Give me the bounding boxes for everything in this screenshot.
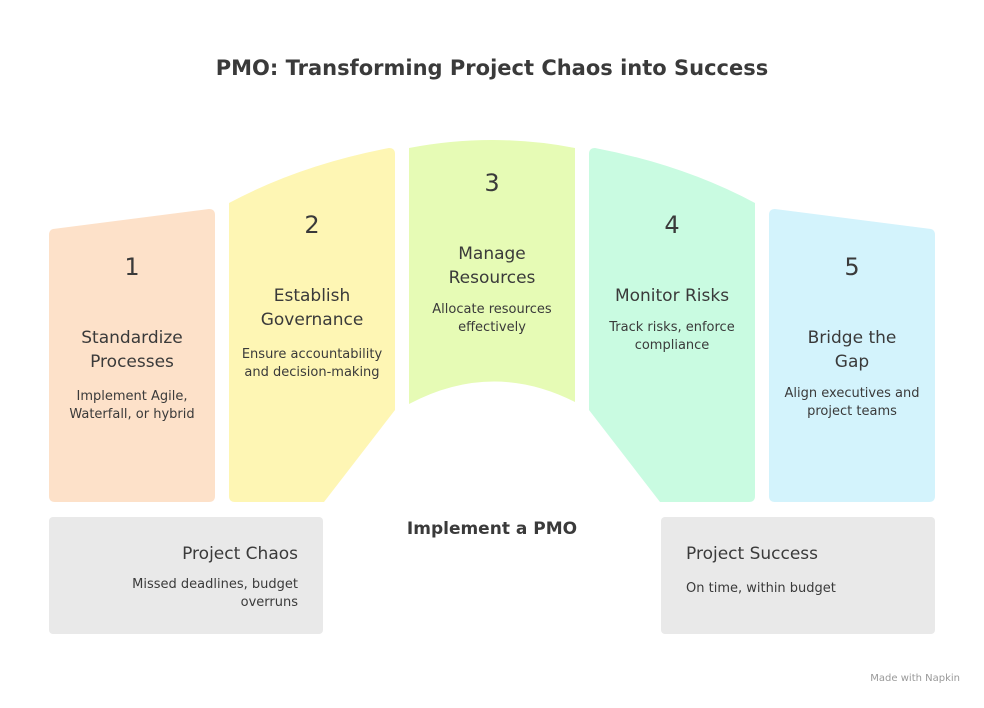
step-3-number: 3	[484, 169, 500, 197]
center-label: Implement a PMO	[406, 519, 578, 539]
start-state-box: Project Chaos Missed deadlines, budget o…	[49, 517, 323, 634]
step-4-panel	[589, 148, 755, 502]
step-5-description: Align executives and project teams	[784, 386, 920, 419]
step-5-panel	[769, 209, 935, 502]
step-1-heading: Standardize Processes	[81, 328, 183, 372]
step-2-description: Ensure accountability and decision-makin…	[241, 347, 383, 380]
step-1-number: 1	[124, 253, 140, 281]
step-3-description: Allocate resources effectively	[432, 302, 552, 335]
step-3-panel	[409, 140, 575, 404]
end-state-title: Project Success	[686, 544, 818, 564]
step-4-number: 4	[664, 211, 680, 239]
step-2-panel	[229, 148, 395, 502]
start-state-description: Missed deadlines, budget overruns	[132, 577, 298, 610]
step-1-description: Implement Agile, Waterfall, or hybrid	[69, 389, 195, 422]
step-2-number: 2	[304, 211, 320, 239]
napkin-watermark: Made with Napkin	[870, 673, 960, 684]
step-4-description: Track risks, enforce compliance	[609, 320, 735, 353]
step-2-heading: Establish Governance	[260, 286, 364, 330]
step-1-panel	[49, 209, 215, 502]
end-state-box: Project Success On time, within budget	[661, 517, 935, 634]
step-3-heading: Manage Resources	[448, 244, 536, 288]
end-state-description: On time, within budget	[686, 581, 836, 596]
start-state-title: Project Chaos	[182, 544, 298, 564]
diagram-title: PMO: Transforming Project Chaos into Suc…	[215, 56, 769, 80]
step-5-heading: Bridge the Gap	[807, 328, 897, 372]
step-5-number: 5	[844, 253, 860, 281]
step-4-heading: Monitor Risks	[614, 286, 730, 306]
